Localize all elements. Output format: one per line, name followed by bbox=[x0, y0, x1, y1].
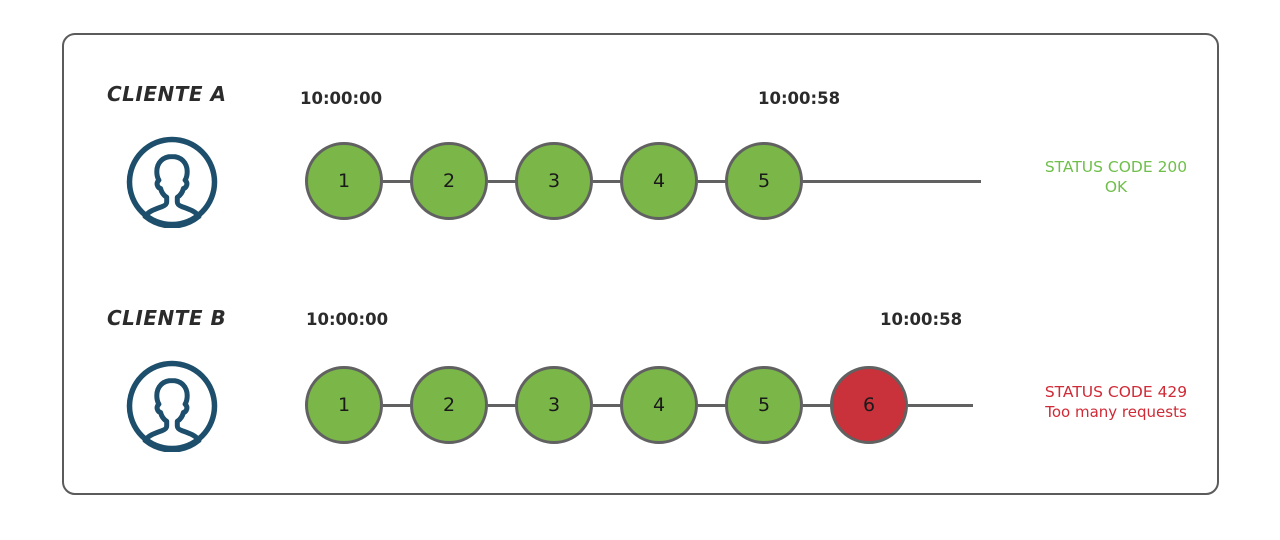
request-number: 4 bbox=[652, 170, 666, 192]
connector bbox=[488, 404, 516, 407]
timestamp-end-b: 10:00:58 bbox=[880, 310, 963, 329]
request-node[interactable]: 3 bbox=[515, 366, 593, 444]
connector bbox=[488, 180, 516, 183]
connector bbox=[593, 404, 621, 407]
connector bbox=[698, 180, 726, 183]
diagram-panel: CLIENTE A 10:00:00 10:00:58 1 2 3 4 bbox=[62, 33, 1219, 495]
request-node[interactable]: 4 bbox=[620, 366, 698, 444]
request-node[interactable]: 2 bbox=[410, 366, 488, 444]
request-node-rejected[interactable]: 6 bbox=[830, 366, 908, 444]
user-avatar-icon bbox=[126, 136, 218, 228]
connector bbox=[698, 404, 726, 407]
status-text-line: OK bbox=[1104, 178, 1128, 196]
request-number: 1 bbox=[337, 394, 351, 416]
request-number: 3 bbox=[547, 394, 561, 416]
connector bbox=[383, 404, 411, 407]
connector-to-status bbox=[908, 404, 973, 407]
status-code-line: STATUS CODE 200 bbox=[1044, 158, 1188, 176]
request-node[interactable]: 2 bbox=[410, 142, 488, 220]
request-number: 2 bbox=[442, 394, 456, 416]
client-label-a: CLIENTE A bbox=[107, 82, 227, 106]
request-number: 5 bbox=[757, 394, 771, 416]
request-node[interactable]: 1 bbox=[305, 142, 383, 220]
status-text-line: Too many requests bbox=[1045, 403, 1187, 421]
status-message-a: STATUS CODE 200 OK bbox=[1016, 157, 1216, 197]
request-number: 2 bbox=[442, 170, 456, 192]
request-number: 6 bbox=[862, 394, 876, 416]
connector bbox=[593, 180, 621, 183]
status-code-line: STATUS CODE 429 bbox=[1044, 383, 1188, 401]
timestamp-start-b: 10:00:00 bbox=[306, 310, 389, 329]
status-message-b: STATUS CODE 429 Too many requests bbox=[1016, 382, 1216, 422]
request-node[interactable]: 3 bbox=[515, 142, 593, 220]
request-number: 5 bbox=[757, 170, 771, 192]
timestamp-end-a: 10:00:58 bbox=[758, 89, 841, 108]
request-node[interactable]: 5 bbox=[725, 366, 803, 444]
request-node[interactable]: 1 bbox=[305, 366, 383, 444]
request-node[interactable]: 4 bbox=[620, 142, 698, 220]
request-number: 3 bbox=[547, 170, 561, 192]
request-number: 1 bbox=[337, 170, 351, 192]
user-avatar-icon bbox=[126, 360, 218, 452]
connector bbox=[803, 404, 831, 407]
connector-to-status bbox=[803, 180, 981, 183]
connector bbox=[383, 180, 411, 183]
request-number: 4 bbox=[652, 394, 666, 416]
timestamp-start-a: 10:00:00 bbox=[300, 89, 383, 108]
request-node[interactable]: 5 bbox=[725, 142, 803, 220]
client-label-b: CLIENTE B bbox=[107, 306, 227, 330]
